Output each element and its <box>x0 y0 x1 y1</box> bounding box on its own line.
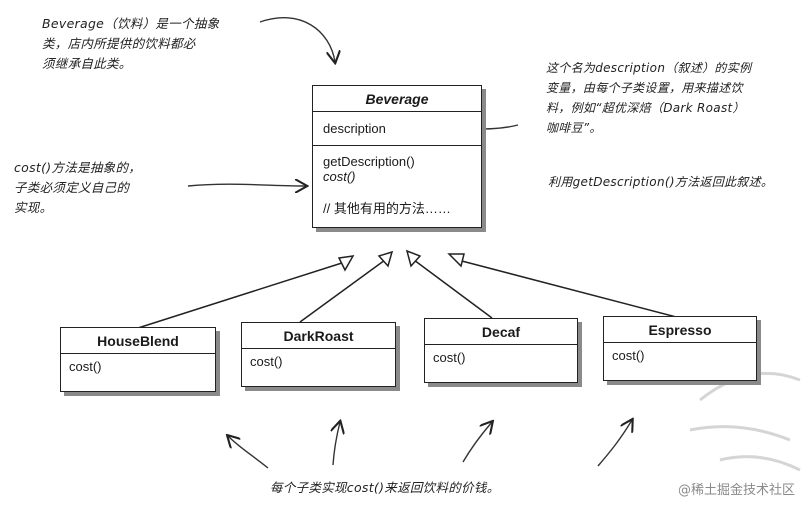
description-note-line-2: 变量，由每个子类设置，用来描述饮 <box>546 81 743 95</box>
beverage-note: Beverage（饮料）是一个抽象 类，店内所提供的饮料都必 须继承自此类。 <box>42 14 219 74</box>
decaf-class-box: Decaf cost() <box>424 318 578 383</box>
getdescription-method: getDescription() <box>323 154 415 169</box>
espresso-class-name: Espresso <box>604 317 756 343</box>
cost-note-line-2: 子类必须定义自己的 <box>14 180 130 195</box>
cost-note-line-3: 实现。 <box>14 200 53 215</box>
beverage-class-box: Beverage description getDescription() co… <box>312 85 482 228</box>
darkroast-class-name: DarkRoast <box>242 323 395 349</box>
beverage-note-line-2: 类，店内所提供的饮料都必 <box>42 36 196 51</box>
description-note-line-1: 这个名为description（叙述）的实例 <box>546 61 752 75</box>
description-field: description <box>323 121 386 136</box>
other-methods-comment: // 其他有用的方法…… <box>323 201 451 216</box>
darkroast-cost-method: cost() <box>250 354 283 369</box>
description-note: 这个名为description（叙述）的实例 变量，由每个子类设置，用来描述饮 … <box>546 58 751 138</box>
decaf-cost-method: cost() <box>433 350 466 365</box>
beverage-fields: description <box>313 112 481 145</box>
description-note-line-3: 料，例如“超优深焙（Dark Roast） <box>546 101 745 115</box>
beverage-methods: getDescription() cost() // 其他有用的方法…… <box>313 145 481 227</box>
beverage-note-line-1: Beverage（饮料）是一个抽象 <box>42 16 220 31</box>
decaf-class-name: Decaf <box>425 319 577 345</box>
houseblend-class-box: HouseBlend cost() <box>60 327 216 392</box>
description-note-line-4: 咖啡豆”。 <box>546 121 602 135</box>
cost-note: cost()方法是抽象的， 子类必须定义自己的 实现。 <box>14 158 141 218</box>
getdescription-note: 利用getDescription()方法返回此叙述。 <box>548 175 774 189</box>
espresso-class-box: Espresso cost() <box>603 316 757 381</box>
houseblend-class-name: HouseBlend <box>61 328 215 354</box>
cost-note-line-1: cost()方法是抽象的， <box>14 160 142 175</box>
beverage-class-name: Beverage <box>313 86 481 112</box>
cost-method: cost() <box>323 169 356 184</box>
beverage-note-line-3: 须继承自此类。 <box>42 56 132 71</box>
watermark: @稀土掘金技术社区 <box>677 483 795 498</box>
houseblend-cost-method: cost() <box>69 359 102 374</box>
darkroast-class-box: DarkRoast cost() <box>241 322 396 387</box>
bottom-note: 每个子类实现cost()来返回饮料的价钱。 <box>270 480 500 495</box>
espresso-cost-method: cost() <box>612 348 645 363</box>
